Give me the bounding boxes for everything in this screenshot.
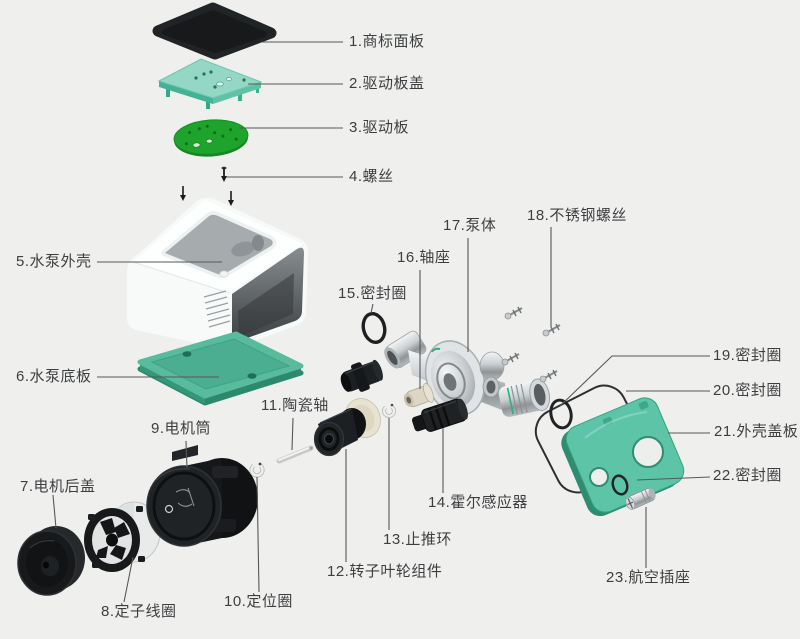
part-label-15: 15.密封圈 [338, 285, 407, 302]
seal-ring-22 [611, 474, 629, 496]
positioning-ring [249, 462, 265, 478]
motor-rear-cover [17, 526, 85, 596]
part-label-8: 8.定子线圈 [101, 603, 177, 620]
leader-7 [52, 494, 57, 529]
part-label-22: 22.密封圈 [713, 467, 782, 484]
part-label-4: 4.螺丝 [349, 168, 394, 185]
leader-9 [185, 440, 188, 469]
stator-coil [84, 501, 161, 572]
part-label-7: 7.电机后盖 [20, 478, 96, 495]
motor-barrel [146, 445, 258, 547]
part-label-17: 17.泵体 [443, 217, 497, 234]
pump-body [384, 330, 551, 417]
aviation-socket [625, 487, 656, 510]
leader-11 [291, 417, 294, 451]
pump-housing [127, 197, 308, 349]
part-label-23: 23.航空插座 [606, 569, 691, 586]
part-label-3: 3.驱动板 [349, 119, 410, 136]
part-label-6: 6.水泵底板 [16, 368, 92, 385]
seal-ring-19 [549, 398, 573, 430]
leader-15 [370, 303, 374, 314]
part-label-16: 16.轴座 [397, 249, 451, 266]
thrust-ring [382, 403, 396, 418]
leader-19 [559, 355, 710, 407]
leader-8 [123, 556, 134, 603]
part-label-10: 10.定位圈 [224, 593, 293, 610]
part-label-14: 14.霍尔感应器 [428, 494, 528, 511]
shaft-seat [403, 383, 434, 408]
seal-ring-15 [361, 312, 387, 344]
part-label-19: 19.密封圈 [713, 347, 782, 364]
part-label-21: 21.外壳盖板 [714, 423, 799, 440]
pump-bottom-plate [137, 331, 304, 406]
hall-sensor [411, 398, 468, 432]
part-label-2: 2.驱动板盖 [349, 75, 425, 92]
leader-22 [636, 476, 711, 481]
part-label-18: 18.不锈钢螺丝 [527, 207, 627, 224]
ceramic-shaft [276, 445, 314, 464]
stainless-screws [501, 306, 561, 383]
part-label-12: 12.转子叶轮组件 [327, 563, 443, 580]
part-label-13: 13.止推环 [383, 531, 452, 548]
inlet-fitting [340, 359, 383, 392]
driver-board [173, 119, 249, 157]
part-label-1: 1.商标面板 [349, 33, 425, 50]
rotor-impeller-assembly [313, 397, 382, 457]
housing-cover-plate [561, 397, 685, 517]
screws [180, 166, 234, 206]
part-label-11: 11.陶瓷轴 [261, 397, 329, 414]
leader-10 [256, 476, 260, 593]
leader-lines [52, 41, 711, 603]
driver-board-cover [157, 58, 263, 109]
part-label-5: 5.水泵外壳 [16, 253, 92, 270]
part-label-9: 9.电机筒 [151, 420, 212, 437]
trademark-panel [152, 2, 277, 60]
part-label-20: 20.密封圈 [713, 382, 782, 399]
